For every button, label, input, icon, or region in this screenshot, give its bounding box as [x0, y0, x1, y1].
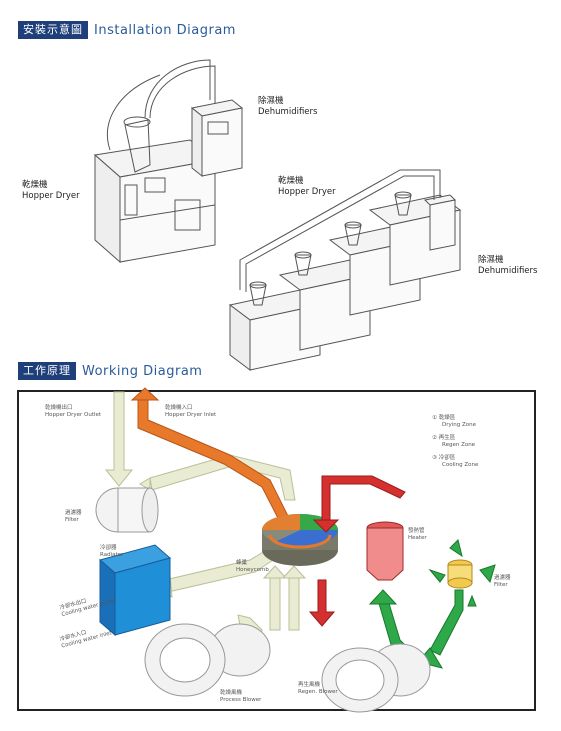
regen-blower-label: 再生風機 Regen. Blower: [298, 682, 338, 696]
working-tag: 工作原理: [18, 362, 76, 380]
zone-1-num: ①: [432, 415, 437, 421]
installation-header: 安裝示意圖 Installation Diagram: [18, 21, 236, 39]
installation-tag: 安裝示意圖: [18, 21, 88, 39]
heater-label: 發熱管 Heater: [408, 528, 427, 542]
working-title: Working Diagram: [82, 363, 203, 379]
hopper-dryer-1-zh: 乾燥機: [22, 180, 48, 190]
honeycomb-en: Honeycomb: [236, 567, 269, 573]
zone-item-3: ③ 冷卻區 Cooling Zone: [432, 455, 478, 469]
zone-1-zh: 乾燥區: [438, 415, 456, 421]
radiator-zh: 冷卻器: [100, 545, 117, 551]
filter-2-label: 過濾器 Filter: [494, 575, 511, 589]
process-blower-label: 乾燥風機 Process Blower: [220, 690, 261, 704]
zone-item-1: ① 乾燥區 Drying Zone: [432, 415, 478, 429]
label-hopper-dryer-2: 乾燥機 Hopper Dryer: [278, 176, 336, 198]
filter-2: [447, 559, 473, 589]
regen-blower: [321, 643, 431, 713]
process-blower: [144, 623, 271, 697]
filter-1-en: Filter: [65, 517, 79, 523]
hopper-dryer-2-en: Hopper Dryer: [278, 187, 336, 197]
regen-blower-en: Regen. Blower: [298, 689, 338, 695]
regen-blower-zh: 再生風機: [298, 682, 321, 688]
working-diagram-frame: [17, 390, 536, 711]
regen-path: [321, 475, 406, 521]
heater-zh: 發熱管: [408, 528, 425, 534]
outlet-zh: 乾燥機出口: [45, 405, 73, 411]
inlet-en: Hopper Dryer Inlet: [165, 412, 217, 418]
zone-3-num: ③: [432, 455, 437, 461]
process-blower-en: Process Blower: [220, 697, 262, 703]
heater: [366, 521, 404, 581]
inlet-arrowhead: [130, 387, 160, 401]
filter-1: [95, 487, 159, 533]
filter-2-en: Filter: [494, 582, 508, 588]
zone-1-en: Drying Zone: [442, 422, 477, 428]
label-dehumidifier-2: 除濕機 Dehumidifiers: [478, 255, 537, 277]
installation-title: Installation Diagram: [94, 22, 236, 38]
radiator-en: Radiator: [100, 552, 124, 558]
zone-3-en: Cooling Zone: [442, 462, 479, 468]
zone-item-2: ② 再生區 Regen Zone: [432, 435, 478, 449]
multi-machine-drawing: [228, 169, 462, 371]
single-machine-drawing: [93, 59, 244, 264]
zone-legend: ① 乾燥區 Drying Zone ② 再生區 Regen Zone ③ 冷卻區…: [432, 415, 478, 469]
honeycomb-label: 蜂巢 Honeycomb: [236, 560, 269, 574]
inlet-zh: 乾燥機入口: [165, 405, 193, 411]
filter-1-zh: 過濾器: [65, 510, 82, 516]
outlet-arrow: [104, 391, 134, 487]
zone-2-en: Regen Zone: [442, 442, 476, 448]
outlet-label: 乾燥機出口 Hopper Dryer Outlet: [45, 405, 101, 419]
process-blower-zh: 乾燥風機: [220, 690, 243, 696]
hopper-dryer-1-en: Hopper Dryer: [22, 191, 80, 201]
heater-en: Heater: [408, 535, 427, 541]
dehumidifier-1-zh: 除濕機: [258, 96, 284, 106]
inlet-label: 乾燥機入口 Hopper Dryer Inlet: [165, 405, 216, 419]
dehumidifier-2-en: Dehumidifiers: [478, 266, 538, 276]
label-dehumidifier-1: 除濕機 Dehumidifiers: [258, 96, 317, 118]
zone-2-num: ②: [432, 435, 437, 441]
radiator-label: 冷卻器 Radiator: [100, 545, 123, 559]
honeycomb-zh: 蜂巢: [236, 560, 248, 566]
dehumidifier-1-en: Dehumidifiers: [258, 107, 318, 117]
label-hopper-dryer-1: 乾燥機 Hopper Dryer: [22, 180, 80, 202]
hopper-dryer-2-zh: 乾燥機: [278, 176, 304, 186]
zone-2-zh: 再生區: [438, 435, 456, 441]
outlet-en: Hopper Dryer Outlet: [45, 412, 102, 418]
zone-3-zh: 冷卻區: [438, 455, 456, 461]
radiator: [98, 544, 172, 637]
working-header: 工作原理 Working Diagram: [18, 362, 202, 380]
dehumidifier-2-zh: 除濕機: [478, 255, 504, 265]
filter-1-label: 過濾器 Filter: [65, 510, 82, 524]
filter-2-zh: 過濾器: [494, 575, 511, 581]
